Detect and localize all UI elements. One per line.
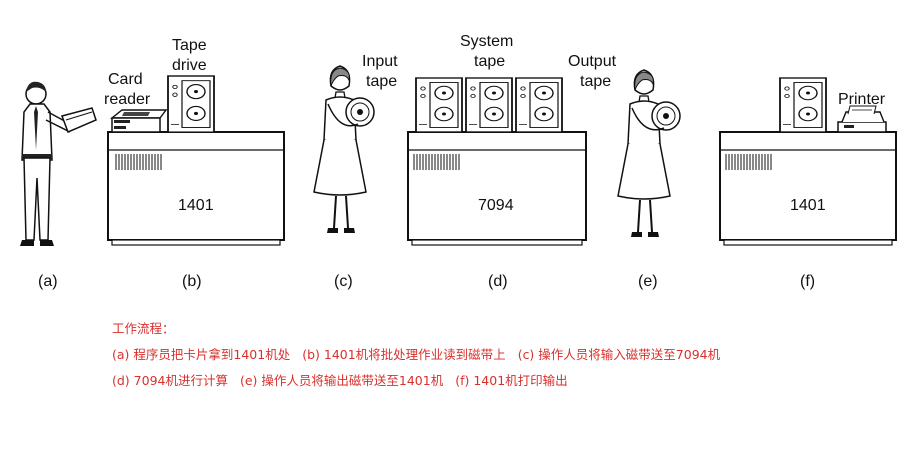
tape-drive [779, 77, 827, 133]
label-card-reader-line1: Card [108, 71, 143, 88]
caption-title: 工作流程： [112, 321, 175, 336]
label-output-tape-line2: tape [580, 73, 611, 90]
caption-line-1: (a) 程序员把卡片拿到1401机处 (b) 1401机将批处理作业读到磁带上 (c… [112, 342, 902, 368]
panel-label-b: (b) [182, 273, 202, 290]
label-input-tape-line1: Input [362, 53, 398, 70]
caption-step-c: (c) 操作人员将输入磁带送至7094机 [517, 347, 721, 362]
operator-output-figure [617, 69, 681, 238]
label-tape-drive-line2: drive [172, 57, 207, 74]
caption-step-f: (f) 1401机打印输出 [455, 373, 568, 388]
caption-step-d: (d) 7094机进行计算 [112, 373, 228, 388]
programmer-figure [20, 81, 97, 246]
machine-name-b: 1401 [178, 197, 214, 214]
panel-label-e: (e) [638, 273, 658, 290]
panel-label-a: (a) [38, 273, 58, 290]
label-system-tape-line1: System [460, 33, 513, 50]
machine-1401-input [107, 75, 285, 246]
operator-input-figure [313, 65, 375, 234]
caption-step-a: (a) 程序员把卡片拿到1401机处 [112, 347, 291, 362]
card-reader [110, 109, 168, 133]
panel-label-d: (d) [488, 273, 508, 290]
caption-step-b: (b) 1401机将批处理作业读到磁带上 [302, 347, 506, 362]
label-tape-drive-line1: Tape [172, 37, 207, 54]
caption-step-e: (e) 操作人员将输出磁带送至1401机 [239, 373, 444, 388]
tape-drive [167, 75, 215, 134]
label-input-tape-line2: tape [366, 73, 397, 90]
workflow-caption: 工作流程： (a) 程序员把卡片拿到1401机处 (b) 1401机将批处理作业读… [112, 316, 902, 394]
label-printer: Printer [838, 91, 886, 108]
machine-name-d: 7094 [478, 197, 514, 214]
machine-7094 [407, 77, 587, 246]
panel-label-c: (c) [334, 273, 353, 290]
panel-label-f: (f) [800, 273, 815, 290]
machine-name-f: 1401 [790, 197, 826, 214]
machine-1401-output [719, 77, 897, 246]
caption-line-2: (d) 7094机进行计算 (e) 操作人员将输出磁带送至1401机 (f) 140… [112, 368, 902, 394]
label-system-tape-line2: tape [474, 53, 505, 70]
label-output-tape-line1: Output [568, 53, 617, 70]
printer [837, 105, 887, 133]
system-tape-drives [415, 77, 563, 133]
label-card-reader-line2: reader [104, 91, 151, 108]
batch-processing-figure: Card reader Tape drive Input tape System… [20, 33, 897, 290]
